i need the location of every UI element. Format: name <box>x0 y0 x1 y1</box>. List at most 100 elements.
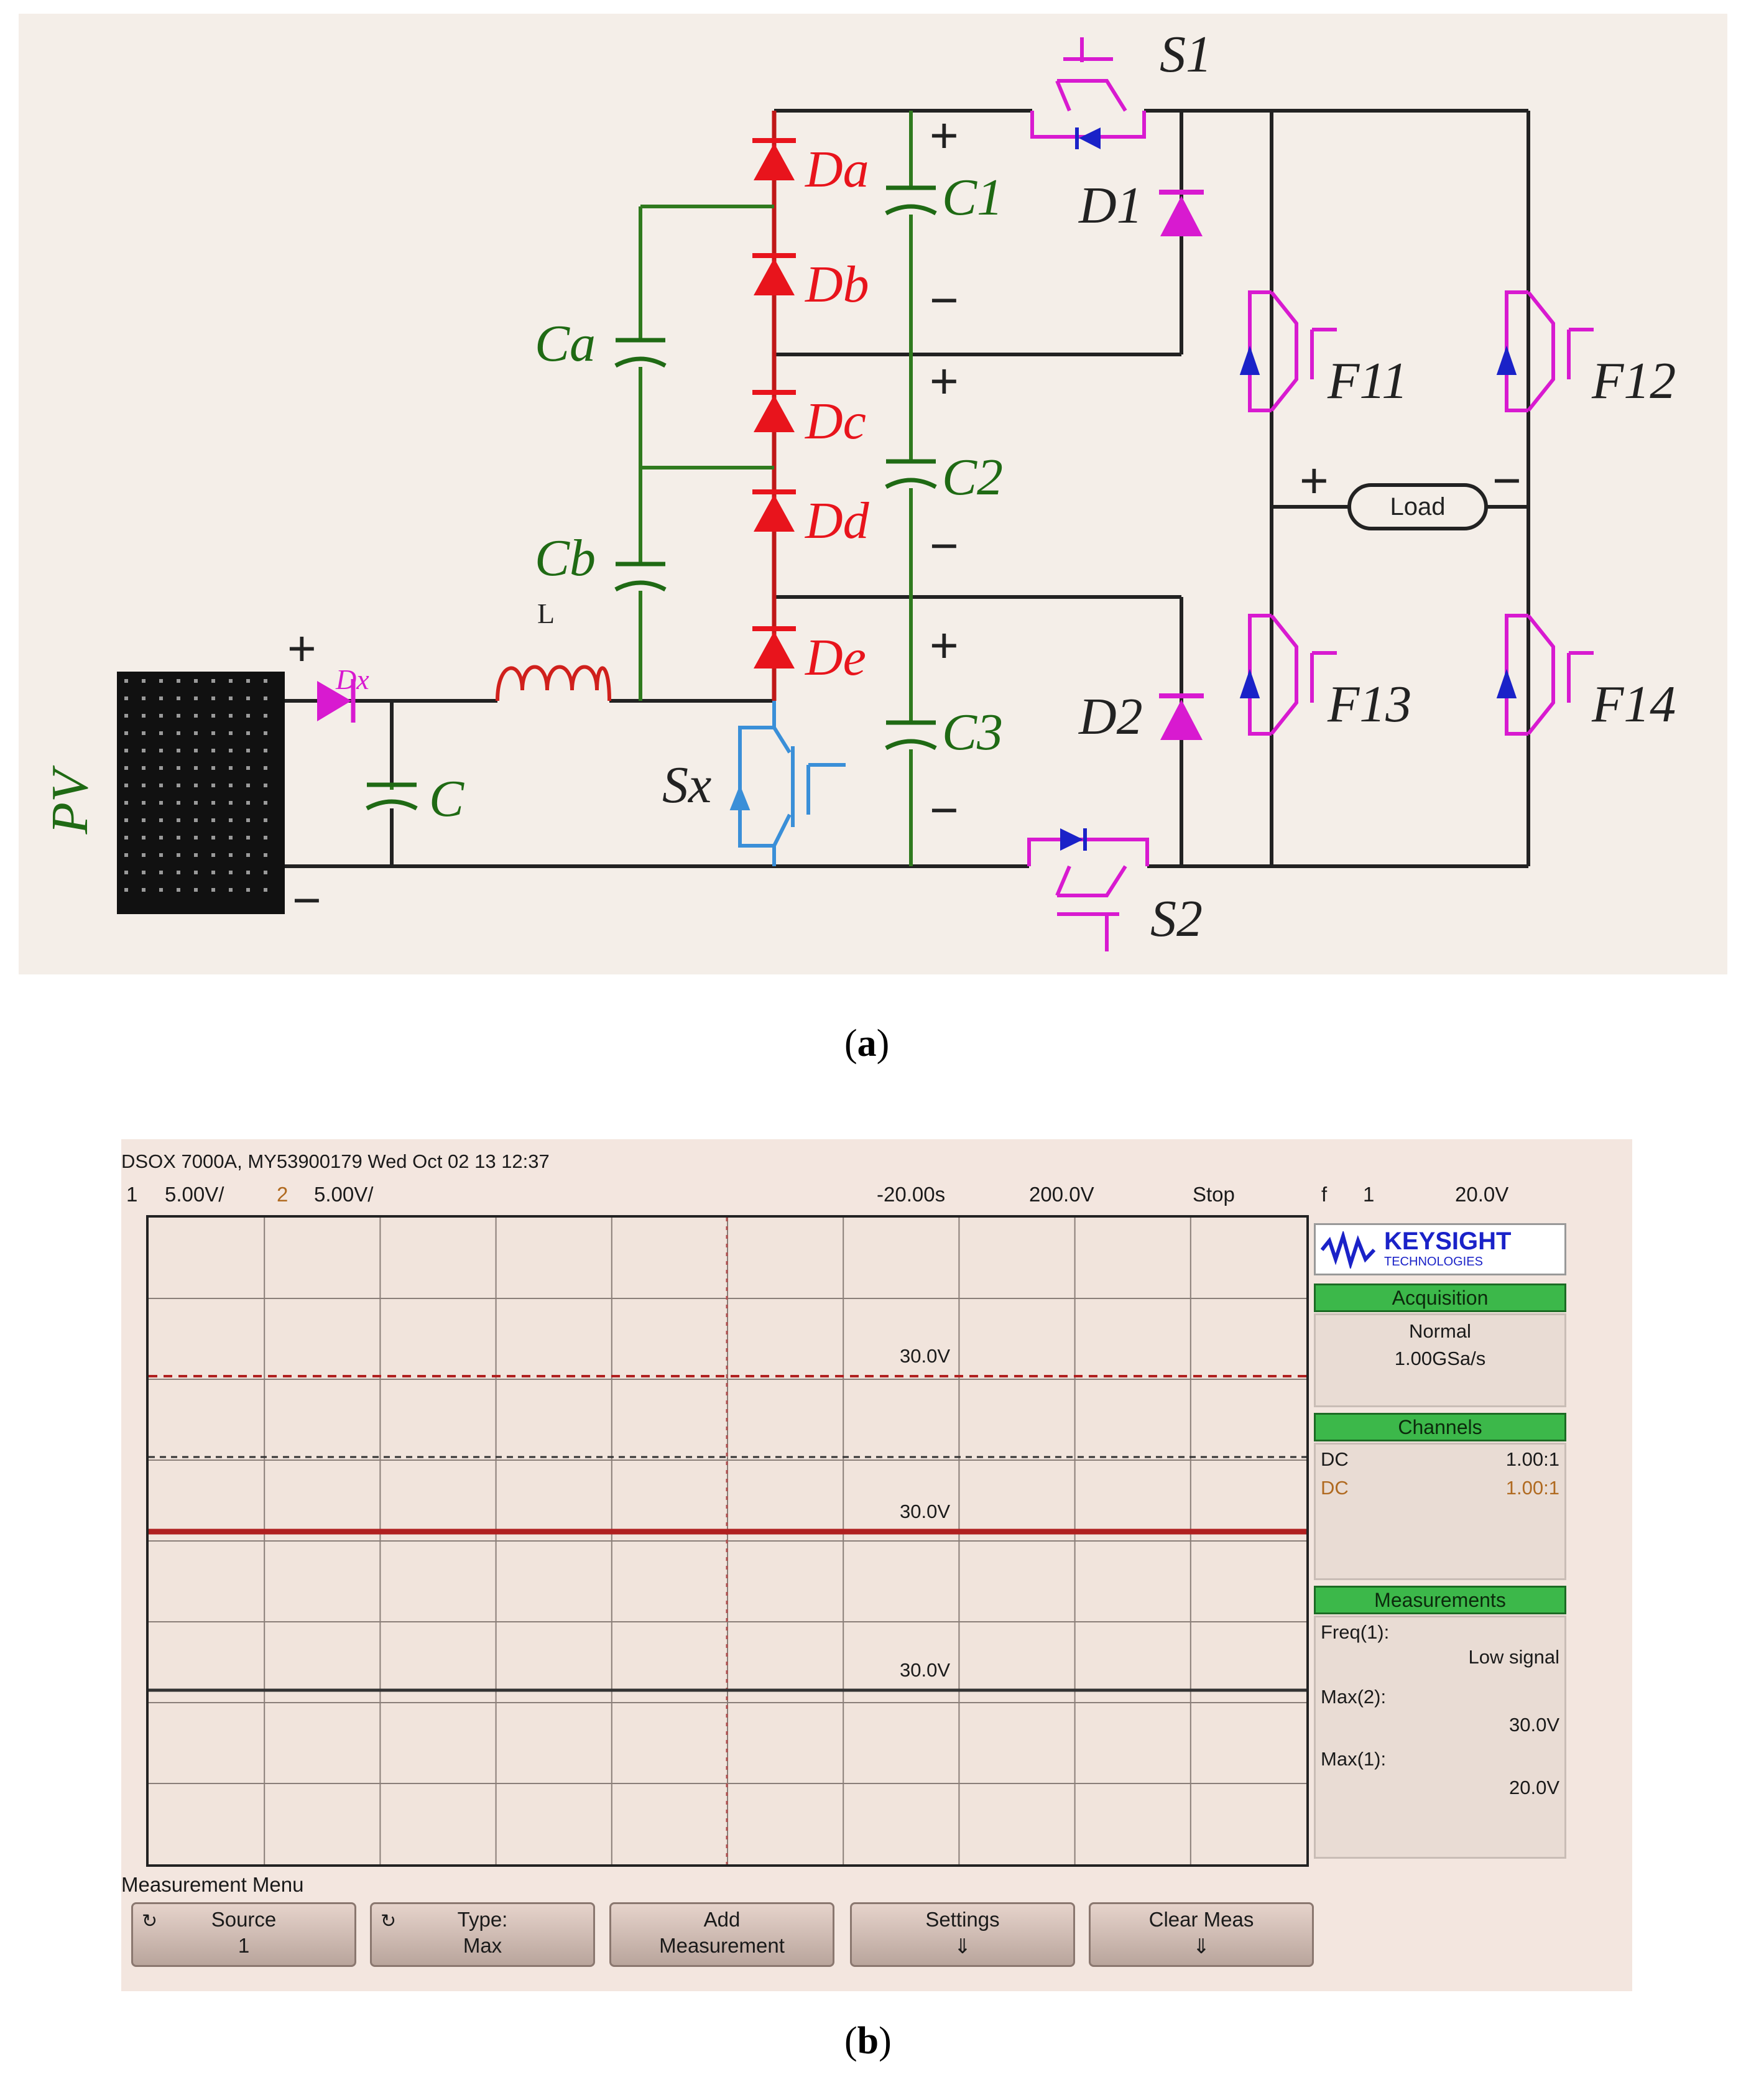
load-box <box>1347 483 1488 530</box>
brand-sub: TECHNOLOGIES <box>1384 1255 1483 1269</box>
diode-dd-icon <box>752 489 796 532</box>
measurements-panel: Freq(1): Low signal Max(2): 30.0V Max(1)… <box>1314 1616 1566 1859</box>
c3-minus-sign: − <box>930 782 959 838</box>
pv-cell-dot <box>194 679 198 683</box>
pv-minus-sign: − <box>292 872 321 928</box>
acquisition-header[interactable]: Acquisition <box>1314 1284 1566 1312</box>
pv-cell-dot <box>124 696 128 700</box>
pv-cell-dot <box>124 731 128 735</box>
graticule-svg <box>149 1218 1306 1864</box>
pv-cell-dot <box>194 714 198 718</box>
pv-cell-dot <box>159 853 163 857</box>
pv-cell-dot <box>246 749 250 752</box>
pv-cell-dot <box>124 679 128 683</box>
menu-title: Measurement Menu <box>121 1873 304 1896</box>
dc-label: Dc <box>805 392 866 450</box>
pv-cell-dot <box>124 749 128 752</box>
d2-label: D2 <box>1078 688 1143 746</box>
pv-cell-dot <box>177 801 180 805</box>
caption-a: (a) <box>844 1022 890 1065</box>
softkey-source[interactable]: ↻ Source 1 <box>131 1902 356 1967</box>
pv-cell-dot <box>194 888 198 892</box>
dx-label: Dx <box>335 664 369 695</box>
channels-header[interactable]: Channels <box>1314 1413 1566 1441</box>
softkey-clear-meas[interactable]: Clear Meas ⇓ <box>1089 1902 1314 1967</box>
pv-cell-dot <box>124 853 128 857</box>
pv-cell-dot <box>142 871 146 874</box>
diode-dx-icon <box>317 679 356 723</box>
softkey-type[interactable]: ↻ Type: Max <box>370 1902 595 1967</box>
diode-d2-icon <box>1159 693 1204 740</box>
pv-cell-dot <box>229 714 233 718</box>
capacitor-wiring <box>390 111 913 866</box>
pv-cell-dot <box>194 818 198 822</box>
pv-cell-dot <box>142 731 146 735</box>
pv-cell-dot <box>159 714 163 718</box>
softkey-settings[interactable]: Settings ⇓ <box>850 1902 1075 1967</box>
softkey-source-label: Source <box>211 1908 277 1931</box>
ch2-number: 2 <box>277 1183 289 1206</box>
pv-cell-dot <box>246 871 250 874</box>
f13-label: F13 <box>1327 675 1411 733</box>
level-label-2: 30.0V <box>900 1501 951 1522</box>
scope-model-line: DSOX 7000A, MY53900179 Wed Oct 02 13 12:… <box>121 1150 550 1172</box>
softkey-add-line2: Measurement <box>659 1934 785 1957</box>
pv-cell-dot <box>177 818 180 822</box>
softkey-settings-label: Settings <box>925 1908 1000 1931</box>
ch1-number: 1 <box>126 1183 138 1206</box>
s2-antiparallel-diode-icon <box>1060 828 1087 851</box>
pv-cell-dot <box>229 679 233 683</box>
pv-cell-dot <box>142 784 146 787</box>
f11-label: F11 <box>1327 352 1408 410</box>
c2-minus-sign: − <box>930 518 959 573</box>
pv-cell-dot <box>211 731 215 735</box>
softkey-add-measurement[interactable]: Add Measurement <box>609 1902 834 1967</box>
pv-cell-dot <box>124 871 128 874</box>
pv-cell-dot <box>159 696 163 700</box>
measurement-1-value: Low signal <box>1468 1646 1559 1668</box>
pv-cell-dot <box>211 801 215 805</box>
pv-cell-dot <box>246 714 250 718</box>
pv-cell-dot <box>264 696 267 700</box>
pv-cell-dot <box>177 696 180 700</box>
channel-2-coupling: DC <box>1321 1477 1349 1499</box>
pv-cell-dot <box>177 853 180 857</box>
trigger-channel: 1 <box>1363 1183 1375 1206</box>
pv-cell-dot <box>264 801 267 805</box>
diode-de-icon <box>752 626 796 668</box>
measurement-3-value: 20.0V <box>1508 1777 1559 1798</box>
pv-cell-dot <box>177 731 180 735</box>
pv-cell-dot <box>229 766 233 770</box>
pv-cell-dot <box>229 871 233 874</box>
f14-label: F14 <box>1591 675 1676 733</box>
switch-s2-icon <box>1027 838 1149 951</box>
pv-cell-dot <box>246 888 250 892</box>
ca-label: Ca <box>535 315 596 372</box>
pv-cell-dot <box>124 784 128 787</box>
pv-cell-dot <box>264 853 267 857</box>
pv-cell-dot <box>124 801 128 805</box>
channel-1-coupling: DC <box>1321 1448 1349 1470</box>
oscilloscope-screenshot: DSOX 7000A, MY53900179 Wed Oct 02 13 12:… <box>121 1139 1632 1991</box>
pv-cell-dot <box>194 801 198 805</box>
pv-cell-dot <box>159 731 163 735</box>
pv-cell-dot <box>211 871 215 874</box>
pv-cell-dot <box>229 696 233 700</box>
pv-cell-dot <box>194 696 198 700</box>
c3-plus-sign: + <box>930 618 959 673</box>
pv-cell-dot <box>194 853 198 857</box>
pv-cell-dot <box>246 766 250 770</box>
pv-cell-dot <box>194 766 198 770</box>
ch1-scale: 5.00V/ <box>165 1183 224 1206</box>
chevron-down-icon: ⇓ <box>954 1935 971 1958</box>
run-state: Stop <box>1193 1183 1235 1206</box>
c2-label: C2 <box>942 448 1003 506</box>
pv-cell-dot <box>124 888 128 892</box>
measurements-header[interactable]: Measurements <box>1314 1586 1566 1614</box>
pv-cell-dot <box>177 766 180 770</box>
pv-cell-dot <box>124 766 128 770</box>
load-plus-sign: + <box>1300 453 1329 508</box>
acquisition-panel: Normal 1.00GSa/s <box>1314 1313 1566 1407</box>
keysight-wave-icon <box>1321 1231 1376 1269</box>
s1-label: S1 <box>1160 25 1212 83</box>
